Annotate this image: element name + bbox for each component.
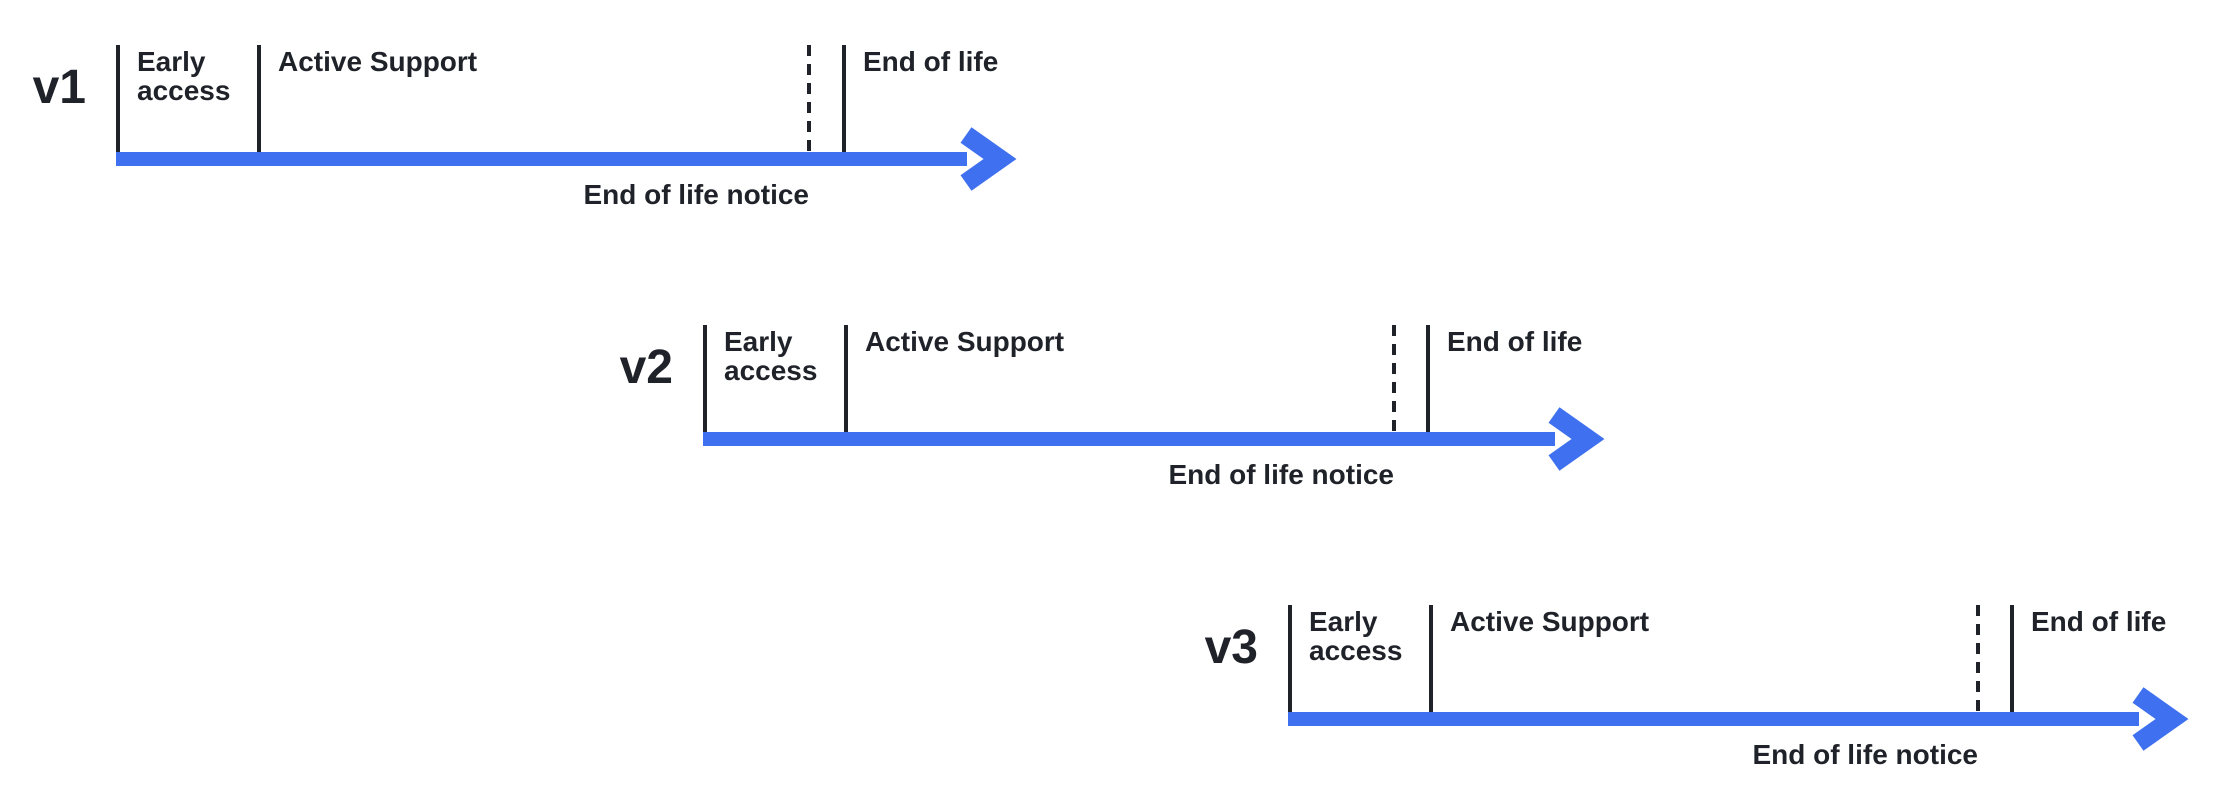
end-of-life-label: End of life	[2031, 606, 2167, 637]
early-access-start-tick	[1288, 605, 1292, 712]
end-of-life-label: End of life	[863, 46, 999, 77]
early-access-label: Early access	[724, 326, 818, 387]
eol-notice-dashed-tick	[1976, 605, 1980, 712]
early-access-start-tick	[703, 325, 707, 432]
active-support-start-tick	[1429, 605, 1433, 712]
end-of-life-label: End of life	[1447, 326, 1583, 357]
end-of-life-notice-label: End of life notice	[583, 179, 809, 210]
end-of-life-tick	[2010, 605, 2014, 712]
active-support-label: Active Support	[1450, 606, 1650, 637]
end-of-life-tick	[1426, 325, 1430, 432]
timeline-arrow-shaft	[116, 152, 967, 166]
eol-notice-dashed-tick	[1392, 325, 1396, 432]
eol-notice-dashed-tick	[807, 45, 811, 152]
early-access-start-tick	[116, 45, 120, 152]
end-of-life-notice-label: End of life notice	[1168, 459, 1394, 490]
arrow-right-icon	[1548, 407, 1605, 471]
version-label: v2	[619, 341, 673, 394]
active-support-start-tick	[257, 45, 261, 152]
end-of-life-notice-label: End of life notice	[1752, 739, 1978, 770]
active-support-label: Active Support	[865, 326, 1065, 357]
early-access-label: Early access	[1309, 606, 1403, 667]
active-support-label: Active Support	[278, 46, 478, 77]
arrow-right-icon	[960, 127, 1017, 191]
version-label: v1	[32, 61, 86, 114]
timeline-arrow-shaft	[1288, 712, 2139, 726]
active-support-start-tick	[844, 325, 848, 432]
end-of-life-tick	[842, 45, 846, 152]
timeline-arrow-shaft	[703, 432, 1555, 446]
arrow-right-icon	[2132, 687, 2189, 751]
early-access-label: Early access	[137, 46, 231, 107]
version-label: v3	[1204, 621, 1258, 674]
